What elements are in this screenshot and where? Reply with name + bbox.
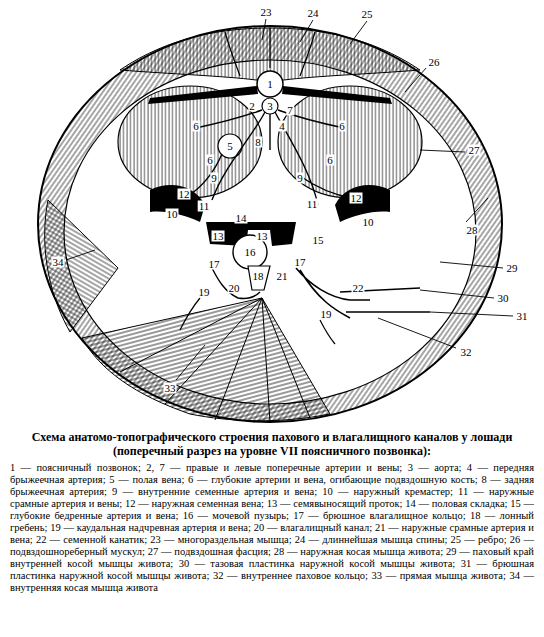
vertebra [257, 71, 283, 97]
internal-oblique-muscle [45, 200, 118, 332]
leader-lines [66, 19, 513, 380]
leader-line [405, 68, 426, 92]
leader-line [378, 318, 456, 348]
callout-number: 26 [428, 57, 441, 68]
callout-number: 19 [320, 309, 333, 320]
leader-line [430, 312, 513, 316]
callout-number: 23 [260, 7, 273, 18]
callout-number: 6 [326, 155, 334, 166]
callout-number: 31 [516, 311, 529, 322]
callout-number: 17 [294, 257, 307, 268]
blood-vessels [188, 110, 352, 205]
callout-number: 28 [466, 225, 479, 236]
callout-number: 13 [256, 231, 269, 242]
callout-number: 4 [278, 121, 286, 132]
leader-line [176, 345, 205, 380]
body-outline [38, 26, 502, 422]
figure-caption: 1 — поясничный позвонок; 2, 7 — правые и… [10, 462, 534, 594]
callout-number: 25 [361, 9, 374, 20]
abdominal-wall [38, 26, 502, 422]
leader-line [262, 19, 266, 40]
callout-number: 14 [235, 213, 248, 224]
callout-number: 20 [228, 283, 241, 294]
leader-line [66, 250, 95, 260]
leader-line [420, 290, 494, 298]
callout-number: 18 [252, 271, 265, 282]
muscle-fibres [120, 298, 310, 422]
callout-number: 6 [192, 121, 200, 132]
callout-number: 11 [306, 199, 319, 210]
callout-number: 24 [307, 8, 320, 19]
callout-number: 9 [210, 173, 218, 184]
callout-number: 16 [244, 247, 257, 258]
muscle-septa [225, 28, 315, 76]
callout-number: 32 [460, 347, 473, 358]
callout-number: 7 [286, 105, 294, 116]
callout-number: 10 [166, 209, 179, 220]
callout-number: 1 [266, 79, 274, 90]
callout-number: 30 [497, 293, 510, 304]
callout-number: 8 [254, 137, 262, 148]
callout-number: 11 [198, 201, 211, 212]
callout-number: 12 [350, 193, 363, 204]
callout-number: 12 [178, 189, 191, 200]
aorta [262, 98, 278, 114]
callout-number: 13 [212, 231, 225, 242]
callout-number: 29 [506, 263, 519, 274]
callout-number: 15 [312, 235, 325, 246]
callout-number: 34 [52, 257, 65, 268]
callout-number: 5 [226, 141, 234, 152]
callout-number: 27 [468, 145, 481, 156]
callout-number: 33 [164, 383, 177, 394]
callout-number: 6 [206, 155, 214, 166]
spermatic-cord [296, 268, 370, 318]
callout-number: 3 [266, 101, 274, 112]
pubic-crest [248, 266, 270, 290]
sublumbar-muscle [278, 86, 422, 198]
sublumbar-muscle [118, 86, 262, 198]
figure-title: Схема анатомо-топографического строения … [20, 430, 524, 458]
callout-number: 17 [208, 259, 221, 270]
leader-line [350, 21, 367, 44]
callout-number: 9 [296, 173, 304, 184]
leader-line [420, 150, 465, 152]
callout-number: 10 [362, 217, 375, 228]
callout-number: 6 [338, 121, 346, 132]
callout-number: 22 [352, 283, 365, 294]
epigastric-vessels [180, 298, 335, 344]
leader-line [300, 20, 313, 42]
leader-line [440, 262, 503, 268]
leader-line [466, 198, 488, 222]
callout-number: 2 [248, 101, 256, 112]
callout-number: 19 [198, 287, 211, 298]
callout-number: 21 [276, 271, 289, 282]
